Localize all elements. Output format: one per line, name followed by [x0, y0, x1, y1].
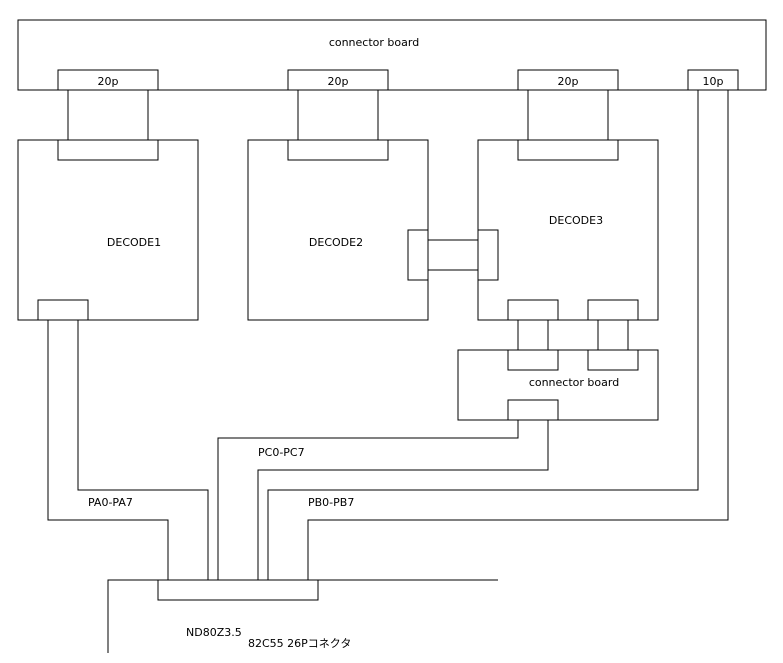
header-20p-2-label: 20p: [328, 75, 349, 88]
cable-decode3: [527, 90, 609, 140]
decode3-label: DECODE3: [549, 214, 603, 227]
decode2-board: [247, 139, 429, 321]
decode1-label: DECODE1: [107, 236, 161, 249]
connector-board-small-header-2: [587, 349, 639, 371]
decode3-bottom-header-1: [507, 299, 559, 321]
header-20p-2: [287, 69, 389, 91]
target-connector: [157, 579, 319, 601]
decode3-header: [517, 139, 619, 161]
connector-board-top-label: connector board: [329, 36, 419, 49]
header-10p-label: 10p: [703, 75, 724, 88]
decode1-header: [57, 139, 159, 161]
pb-bus-label: PB0-PB7: [308, 496, 354, 509]
cable-pc: [217, 420, 549, 580]
cable-decode2-decode3: [428, 239, 478, 271]
cable-decode1: [67, 90, 149, 140]
decode2-side-header: [407, 229, 429, 281]
header-20p-3-label: 20p: [558, 75, 579, 88]
header-20p-1: [57, 69, 159, 91]
target-board-outline: [107, 579, 498, 653]
pc-bus-label: PC0-PC7: [258, 446, 305, 459]
decode1-pa-header: [37, 299, 89, 321]
target-board-label: ND80Z3.5: [186, 626, 242, 639]
connector-board-small-pc-header: [507, 399, 559, 421]
cable-pa: [47, 320, 209, 580]
cable-decode3-connector-board: [517, 320, 629, 350]
decode3-bottom-header-2: [587, 299, 639, 321]
header-20p-3: [517, 69, 619, 91]
connector-board-small-header-1: [507, 349, 559, 371]
connector-board-small-label: connector board: [529, 376, 619, 389]
decode2-label: DECODE2: [309, 236, 363, 249]
decode1-board: [17, 139, 199, 321]
header-20p-1-label: 20p: [98, 75, 119, 88]
pa-bus-label: PA0-PA7: [88, 496, 133, 509]
decode3-board: [477, 139, 659, 321]
cable-decode2: [297, 90, 379, 140]
decode2-header: [287, 139, 389, 161]
target-connector-label: 82C55 26Pコネクタ: [248, 637, 351, 650]
header-10p: [687, 69, 739, 91]
decode3-side-header: [477, 229, 499, 281]
cable-pb: [267, 90, 729, 580]
